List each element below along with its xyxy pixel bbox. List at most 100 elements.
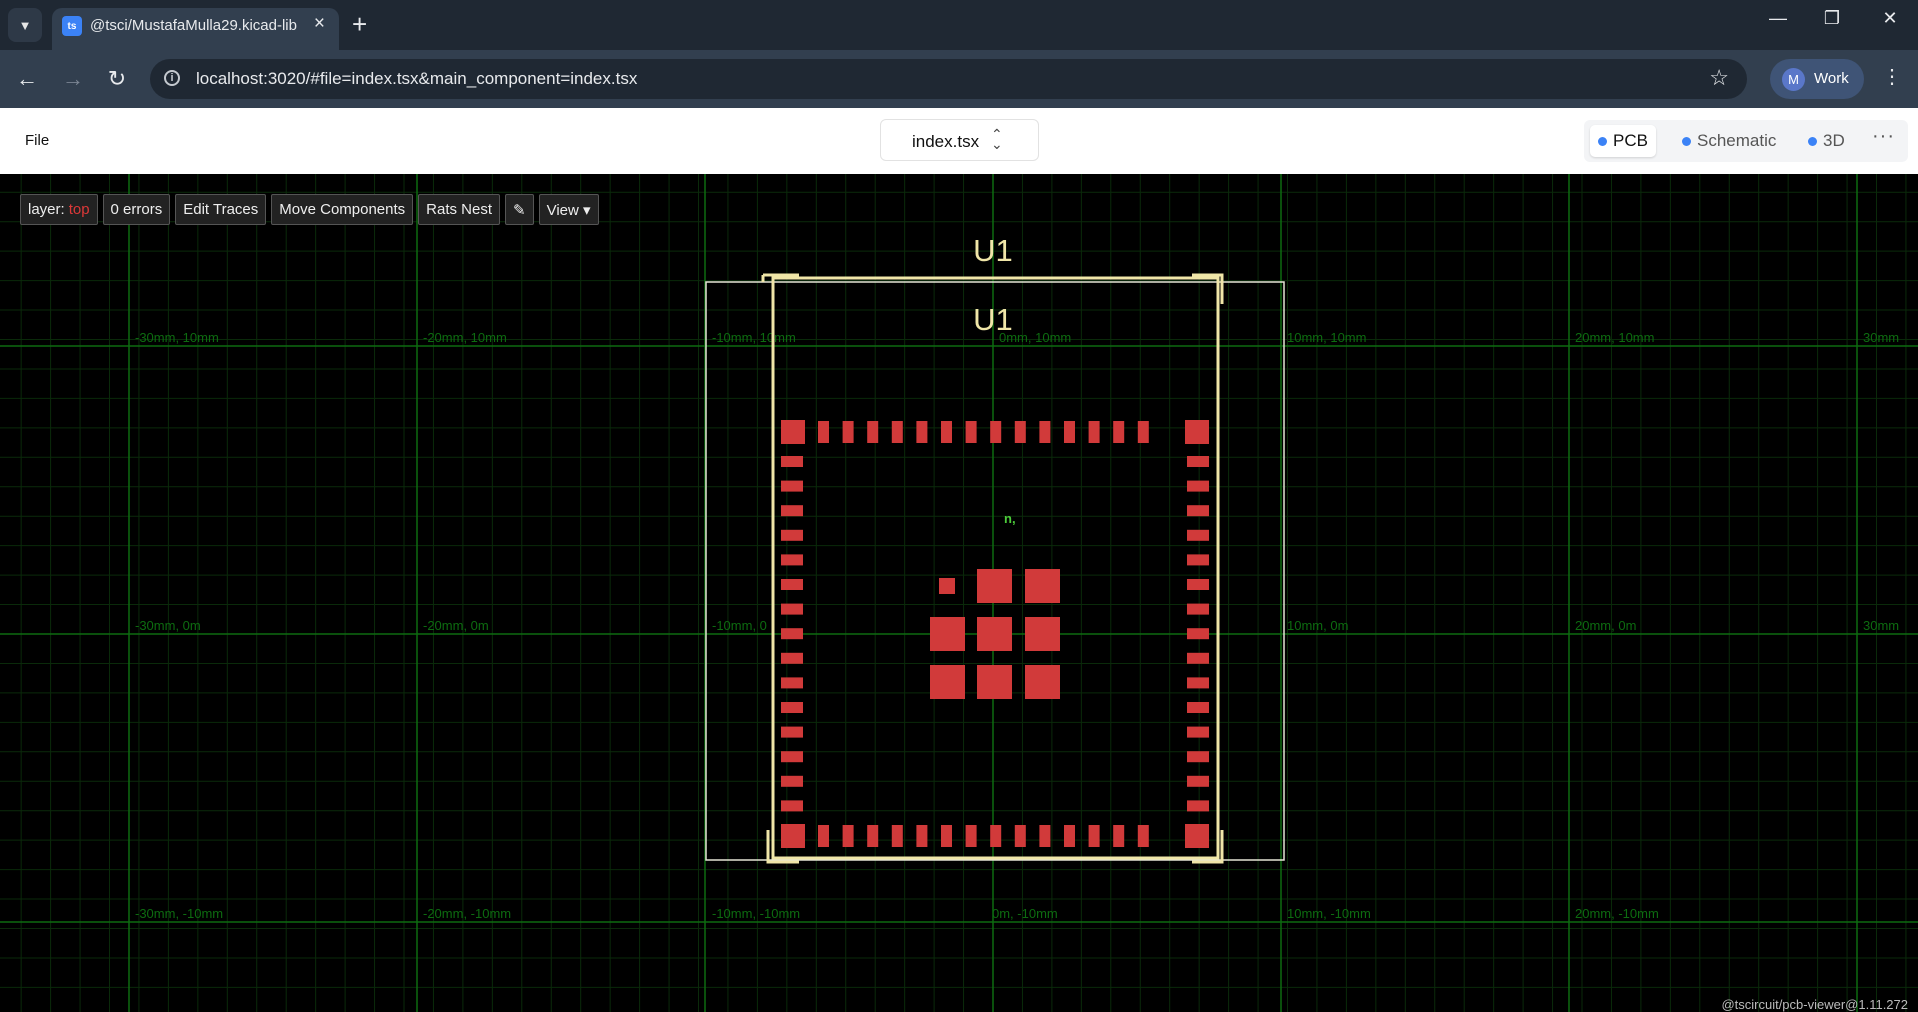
- smd-pad: [1113, 421, 1124, 443]
- reload-icon[interactable]: ↻: [100, 62, 134, 96]
- tab-close-icon[interactable]: ×: [314, 13, 325, 35]
- smd-pad: [1025, 617, 1060, 651]
- layer-selector[interactable]: layer: top: [20, 194, 98, 225]
- smd-pad: [930, 665, 965, 699]
- smd-pad: [1187, 653, 1209, 664]
- errors-button[interactable]: 0 errors: [103, 194, 171, 225]
- bookmark-star-icon[interactable]: ☆: [1709, 65, 1729, 91]
- layer-value: top: [69, 201, 90, 218]
- browser-menu-icon[interactable]: ⋮: [1880, 64, 1904, 89]
- smd-pad: [990, 421, 1001, 443]
- smd-pad: [843, 825, 854, 847]
- grid-coordinate-label: 10mm, 10mm: [1287, 330, 1366, 345]
- smd-pad: [1185, 420, 1209, 444]
- grid-coordinate-label: -30mm, -10mm: [135, 906, 223, 921]
- address-bar[interactable]: i localhost:3020/#file=index.tsx&main_co…: [150, 59, 1747, 99]
- tab-pcb-label: PCB: [1613, 131, 1648, 151]
- profile-button[interactable]: M Work: [1770, 59, 1864, 99]
- window-close-icon[interactable]: ✕: [1870, 8, 1910, 29]
- file-menu[interactable]: File: [25, 132, 49, 149]
- grid-coordinate-label: 0m, -10mm: [992, 906, 1058, 921]
- grid-coordinate-label: 20mm, 10mm: [1575, 330, 1654, 345]
- avatar: M: [1782, 68, 1805, 91]
- smd-pad: [1089, 421, 1100, 443]
- edit-traces-button[interactable]: Edit Traces: [175, 194, 266, 225]
- tab-schematic-label: Schematic: [1697, 131, 1776, 151]
- profile-name: Work: [1814, 70, 1849, 87]
- smd-pad: [1187, 677, 1209, 688]
- smd-pad: [781, 776, 803, 787]
- smd-pad: [916, 825, 927, 847]
- grid-coordinate-label: 30mm: [1863, 330, 1899, 345]
- smd-pad: [781, 481, 803, 492]
- pcb-drawing[interactable]: -30mm, 10mm-20mm, 10mm-10mm, 10mm0mm, 10…: [0, 174, 1918, 1012]
- smd-pad: [941, 421, 952, 443]
- grid-coordinate-label: 10mm, 0m: [1287, 618, 1348, 633]
- smd-pad: [867, 825, 878, 847]
- smd-pad: [1187, 800, 1209, 811]
- silkscreen-body-outline: [773, 278, 1218, 858]
- smd-pad: [1187, 628, 1209, 639]
- tab-3d[interactable]: 3D: [1800, 125, 1853, 157]
- grid-coordinate-label: -10mm, 10mm: [712, 330, 796, 345]
- smd-pad: [1187, 554, 1209, 565]
- smd-pad: [1187, 530, 1209, 541]
- smd-pad: [941, 825, 952, 847]
- grid-coordinate-label: -20mm, 0m: [423, 618, 489, 633]
- grid-coordinate-label: 20mm, 0m: [1575, 618, 1636, 633]
- move-components-button[interactable]: Move Components: [271, 194, 413, 225]
- tab-pcb[interactable]: PCB: [1590, 125, 1656, 157]
- smd-pad: [1138, 825, 1149, 847]
- smd-pad: [977, 569, 1012, 603]
- layer-label: layer:: [28, 201, 65, 218]
- measure-tool-icon[interactable]: ✎: [505, 194, 534, 225]
- pcb-toolbar: layer: top 0 errors Edit Traces Move Com…: [20, 194, 599, 225]
- smd-pad: [781, 456, 803, 467]
- smd-pad: [781, 824, 805, 848]
- smd-pad: [1025, 665, 1060, 699]
- file-selector[interactable]: index.tsx ⌃⌄: [880, 119, 1039, 161]
- smd-pad: [1187, 579, 1209, 590]
- tab-pcb-dot-icon: [1598, 137, 1607, 146]
- pcb-canvas[interactable]: -30mm, 10mm-20mm, 10mm-10mm, 10mm0mm, 10…: [0, 174, 1918, 1012]
- browser-tab[interactable]: ts @tsci/MustafaMulla29.kicad-lib ×: [52, 8, 339, 50]
- tab-search-chevron-down-icon[interactable]: ▼: [8, 8, 42, 42]
- smd-pad: [1187, 702, 1209, 713]
- tab-3d-dot-icon: [1808, 137, 1817, 146]
- more-options-icon[interactable]: ···: [1872, 125, 1895, 148]
- smd-pad: [781, 653, 803, 664]
- smd-pad: [781, 420, 805, 444]
- view-tabs: PCB Schematic 3D ···: [1584, 120, 1908, 162]
- grid-coordinate-label: -10mm, 0: [712, 618, 767, 633]
- smd-pad: [781, 800, 803, 811]
- forward-arrow-icon[interactable]: →: [56, 62, 90, 96]
- tab-schematic[interactable]: Schematic: [1674, 125, 1784, 157]
- url-text[interactable]: localhost:3020/#file=index.tsx&main_comp…: [196, 69, 637, 89]
- smd-pad: [1187, 751, 1209, 762]
- smd-pad: [781, 677, 803, 688]
- smd-pad: [781, 604, 803, 615]
- view-menu-button[interactable]: View ▾: [539, 194, 599, 225]
- smd-pad: [1039, 421, 1050, 443]
- smd-pad: [916, 421, 927, 443]
- new-tab-plus-icon[interactable]: +: [352, 9, 367, 39]
- back-arrow-icon[interactable]: ←: [10, 62, 44, 96]
- browser-toolbar: ← → ↻ i localhost:3020/#file=index.tsx&m…: [0, 50, 1918, 108]
- smd-pad: [781, 579, 803, 590]
- site-info-icon[interactable]: i: [164, 70, 180, 86]
- browser-tab-bar: ▼ ts @tsci/MustafaMulla29.kicad-lib × + …: [0, 0, 1918, 50]
- smd-pad: [1187, 604, 1209, 615]
- smd-pad: [990, 825, 1001, 847]
- restore-icon[interactable]: ❐: [1812, 8, 1852, 29]
- grid-coordinate-label: -20mm, 10mm: [423, 330, 507, 345]
- smd-pad: [781, 727, 803, 738]
- smd-pad: [1025, 569, 1060, 603]
- smd-pad: [1064, 421, 1075, 443]
- rats-nest-button[interactable]: Rats Nest: [418, 194, 500, 225]
- grid-coordinate-label: 10mm, -10mm: [1287, 906, 1371, 921]
- minimize-icon[interactable]: —: [1758, 8, 1798, 29]
- smd-pad: [1185, 824, 1209, 848]
- smd-pad: [1187, 456, 1209, 467]
- smd-pad: [1113, 825, 1124, 847]
- smd-pad: [1064, 825, 1075, 847]
